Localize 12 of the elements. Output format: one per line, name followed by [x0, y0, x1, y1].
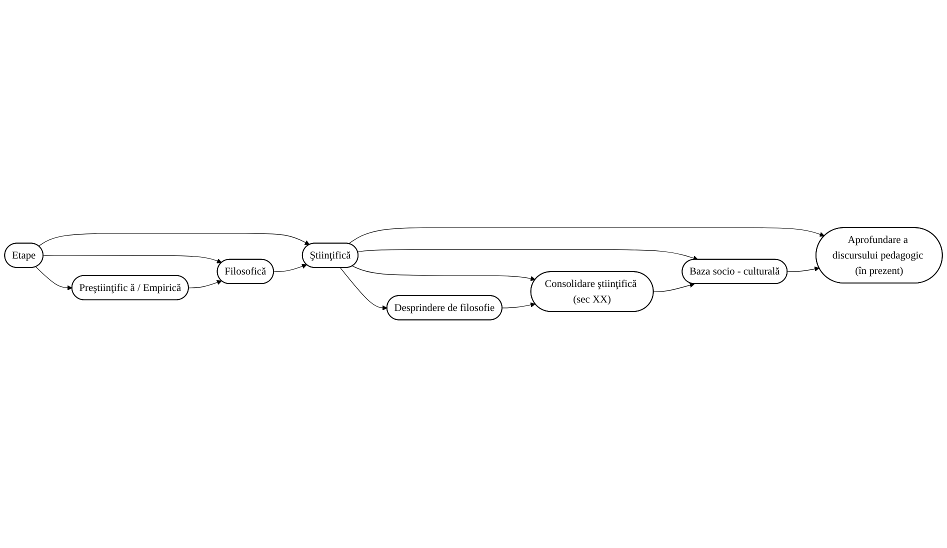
arrow: [274, 264, 307, 272]
arrow: [502, 302, 536, 309]
arrow: [340, 268, 388, 311]
arrow: [348, 228, 825, 244]
arrow: [43, 255, 222, 264]
arrow: [653, 282, 695, 292]
arrow: [787, 266, 820, 272]
arrow: [36, 266, 72, 291]
arrow: [38, 233, 310, 247]
arrow: [352, 266, 536, 282]
arrow: [188, 280, 222, 288]
arrow: [357, 250, 698, 261]
